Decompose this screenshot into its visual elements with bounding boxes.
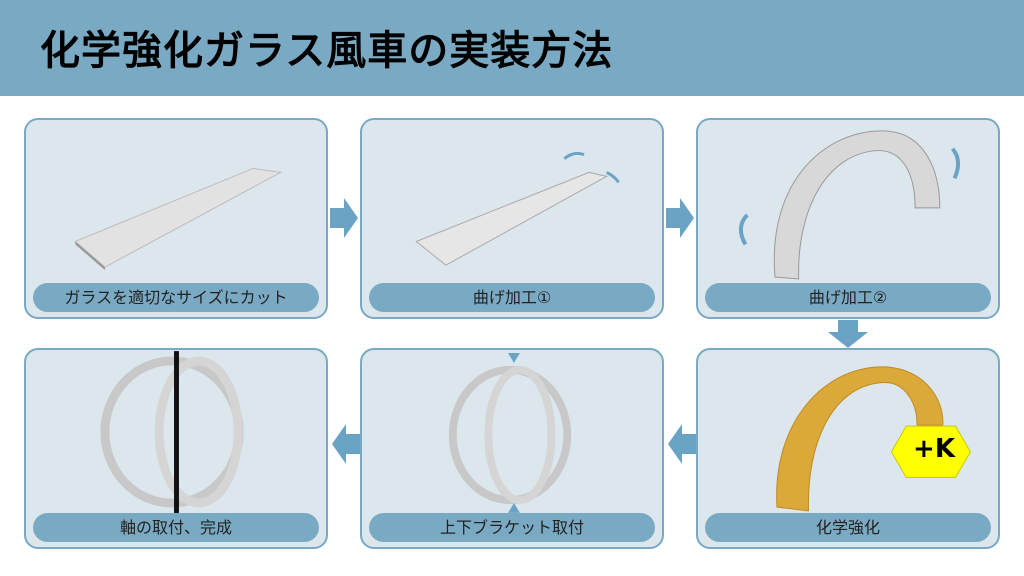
header-bar: 化学強化ガラス風車の実装方法 [0,0,1024,96]
shaft [174,351,179,514]
step-label: 曲げ加工② [705,283,991,312]
step-bend1-panel: 曲げ加工① [360,118,664,319]
gold-arch-image [776,366,971,512]
step-label: 化学強化 [705,513,991,542]
step-label: ガラスを適切なサイズにカット [33,283,319,312]
step-cut-panel: ガラスを適切なサイズにカット [24,118,328,319]
left-arrow-icon [668,424,696,464]
step-bracket-panel: 上下ブラケット取付 [360,348,664,549]
rotate-arrow-icon [738,213,749,246]
right-arrow-icon [330,198,358,238]
rotate-arrow-icon [606,171,620,184]
potassium-badge [890,425,971,478]
wind-turbine-image [100,351,244,514]
rotate-arrow-icon [951,147,961,180]
step-bend2-panel: 曲げ加工② [696,118,1000,319]
down-arrow-icon [508,353,520,363]
arch-glass-image [738,130,961,280]
step-label: 上下ブラケット取付 [369,513,655,542]
potassium-badge-label: +K [913,434,955,464]
right-arrow-icon [666,198,694,238]
down-arrow-icon [828,320,868,348]
bracket-assembly-image [448,353,572,513]
step-chemical-panel: +K 化学強化 [696,348,1000,549]
step-complete-panel: 軸の取付、完成 [24,348,328,549]
rotate-arrow-icon [563,151,585,160]
page-title: 化学強化ガラス風車の実装方法 [40,28,614,74]
up-arrow-icon [508,503,520,513]
curved-glass-image [415,151,620,266]
step-label: 曲げ加工① [369,283,655,312]
left-arrow-icon [332,424,360,464]
flat-glass-image [74,167,283,271]
step-label: 軸の取付、完成 [33,513,319,542]
